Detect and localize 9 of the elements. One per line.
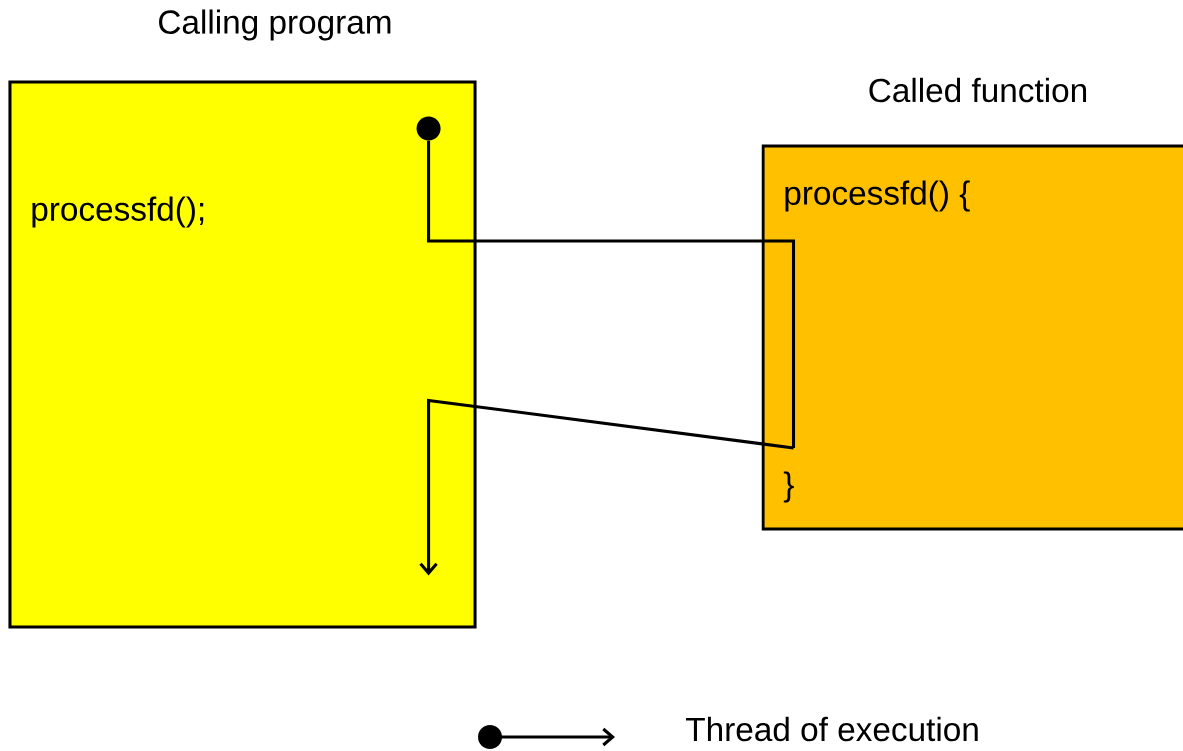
code-text: } — [783, 471, 794, 503]
code-text: processfd() { — [785, 180, 970, 212]
start-dot — [416, 116, 441, 141]
code-text: processfd(); — [32, 196, 204, 228]
thread-line — [427, 140, 796, 448]
heading: Calling program — [159, 9, 391, 41]
legend-text: Thread of execution — [686, 716, 978, 742]
thread-line — [419, 398, 794, 576]
heading: Called function — [869, 77, 1086, 103]
